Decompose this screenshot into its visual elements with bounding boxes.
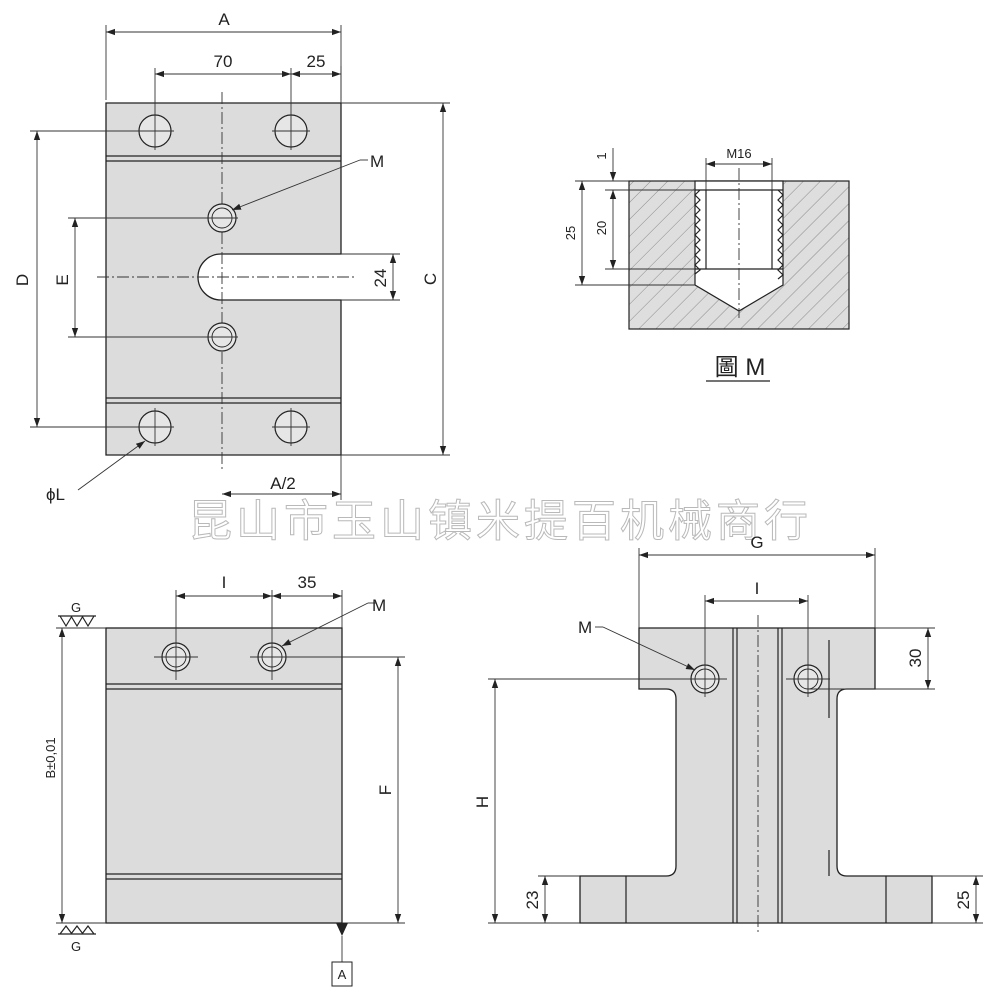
dim-label-A: A (218, 10, 230, 29)
side-hole-right (786, 595, 830, 697)
dim-label-C: C (421, 273, 440, 285)
surface-label-G-top: G (71, 600, 81, 615)
dim-label-E: E (53, 274, 72, 285)
side-view-body (579, 627, 933, 924)
callout-M: M (370, 152, 384, 171)
detail-m-section: M16 1 20 25 圖 M (563, 146, 850, 382)
top-view-body (105, 102, 342, 456)
mounting-hole-top-right (272, 68, 310, 150)
dim-label-I: I (222, 573, 227, 592)
watermark-text: 昆山市玉山镇米提百机械商行 (188, 496, 812, 547)
dim-label-30: 30 (906, 649, 925, 668)
dim-label-I-side: I (755, 579, 760, 598)
front-hole-left (154, 590, 198, 680)
callout-M-side: M (578, 618, 592, 637)
dim-label-1: 1 (594, 152, 609, 159)
dim-label-M16: M16 (726, 146, 751, 161)
dim-label-F: F (376, 785, 395, 795)
dim-label-25-side: 25 (954, 891, 973, 910)
mounting-hole-bottom-right (272, 408, 310, 446)
top-view: A 70 25 M D E 24 C ϕL (13, 10, 450, 504)
tapped-hole (694, 180, 784, 312)
dim-label-G: G (750, 533, 763, 552)
callout-phiL: ϕL (46, 485, 65, 504)
dim-label-20: 20 (594, 221, 609, 235)
datum-box (331, 961, 353, 987)
dim-label-H: H (473, 796, 492, 808)
side-view: G I M 30 H 23 25 (473, 533, 983, 935)
dim-label-24: 24 (371, 269, 390, 288)
dim-label-70: 70 (214, 52, 233, 71)
datum-label-A: A (338, 967, 347, 982)
surface-label-G-bottom: G (71, 939, 81, 954)
dim-label-23: 23 (523, 891, 542, 910)
front-view: I 35 M G B±0,01 G F A (43, 573, 405, 987)
detail-caption: 圖 M (715, 354, 766, 381)
datum-triangle (336, 923, 348, 936)
dim-label-25-depth: 25 (563, 226, 578, 240)
dim-label-D: D (13, 274, 32, 286)
dim-label-B: B±0,01 (43, 737, 58, 778)
dim-label-25: 25 (307, 52, 326, 71)
dim-label-35: 35 (298, 573, 317, 592)
callout-M-front: M (372, 596, 386, 615)
dim-label-A-half: A/2 (270, 474, 296, 493)
